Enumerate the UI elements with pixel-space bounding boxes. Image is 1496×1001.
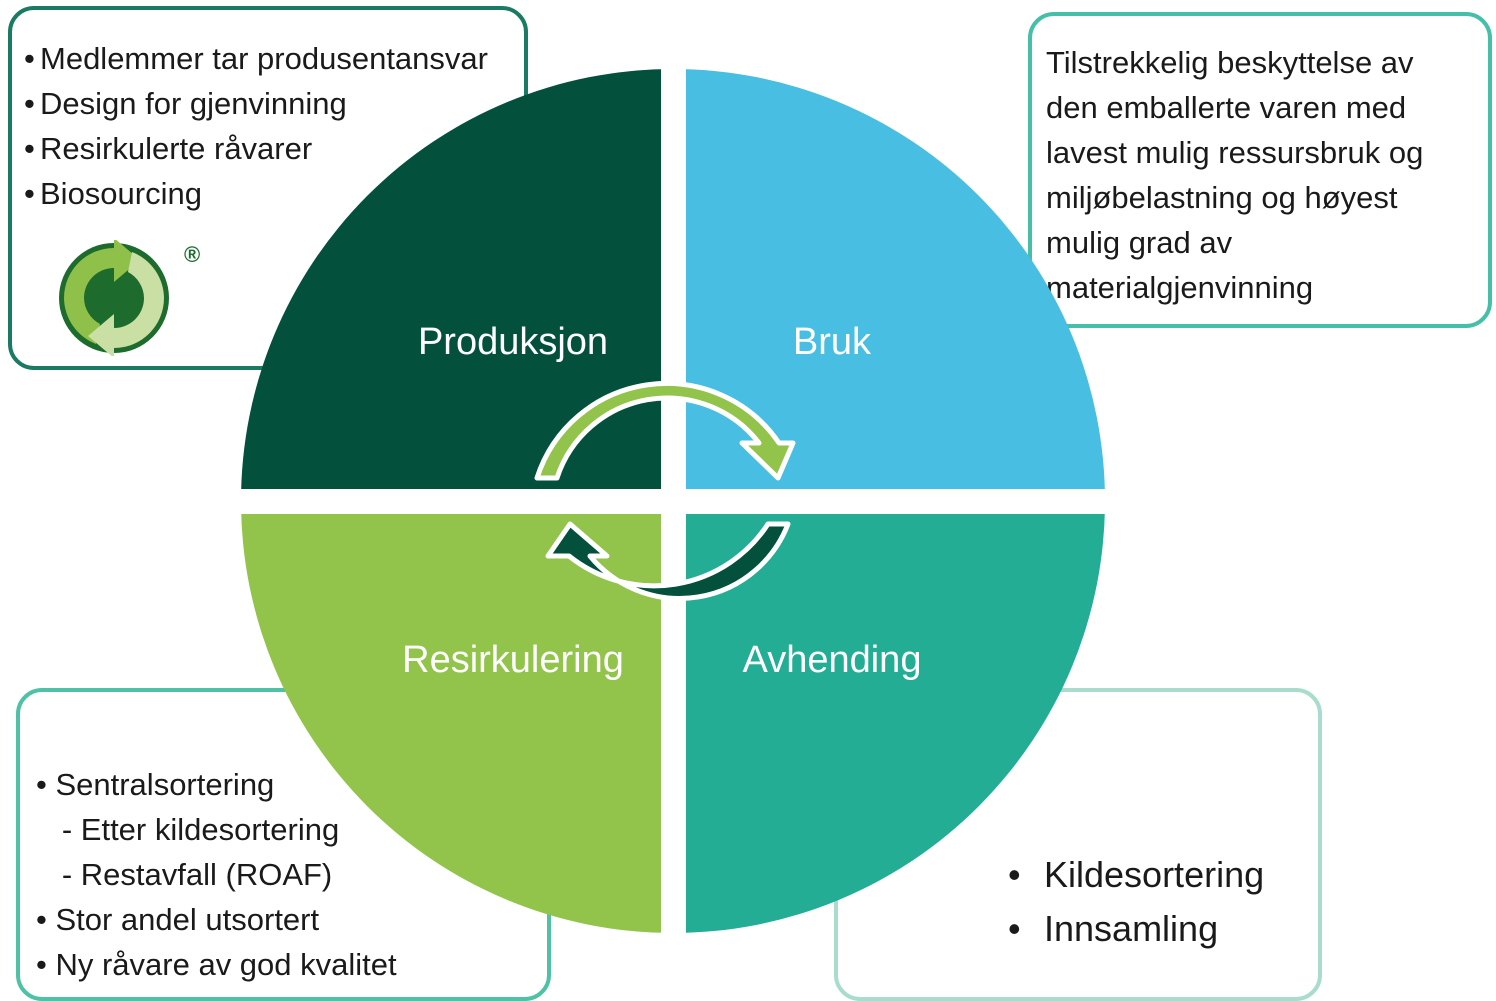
- list-item: • Sentralsortering: [36, 767, 275, 802]
- use-info-box: Tilstrekkelig beskyttelse av den emballe…: [1028, 12, 1492, 328]
- label-use: Bruk: [793, 321, 872, 363]
- list-item: - Restavfall (ROAF): [36, 857, 333, 892]
- list-item: •Medlemmer tar produsentansvar: [24, 41, 488, 76]
- quadrant-recycling: [241, 514, 661, 933]
- list-item: • Ny råvare av god kvalitet: [36, 947, 397, 982]
- green-dot-logo: ®: [57, 240, 200, 356]
- list-item: •Resirkulerte råvarer: [24, 131, 313, 166]
- label-recycling: Resirkulering: [402, 639, 624, 681]
- use-description: Tilstrekkelig beskyttelse av den emballe…: [1046, 45, 1424, 305]
- logo-light-arrow: [64, 240, 140, 344]
- list-item: •Kildesortering: [1008, 854, 1265, 895]
- recycling-list: • Sentralsortering - Etter kildesorterin…: [36, 762, 547, 987]
- cycle-arrow-lower: [545, 521, 791, 601]
- cycle-arrow-upper: [534, 380, 796, 481]
- list-item: - Etter kildesortering: [36, 812, 340, 847]
- production-list: •Medlemmer tar produsentansvar •Design f…: [24, 36, 524, 216]
- list-item: •Design for gjenvinning: [24, 86, 347, 121]
- label-production: Produksjon: [418, 321, 608, 363]
- quadrant-disposal: [686, 514, 1105, 933]
- registered-mark: ®: [184, 242, 200, 267]
- list-item: • Stor andel utsortert: [36, 902, 320, 937]
- list-item: •Innsamling: [1008, 908, 1219, 949]
- disposal-list: •Kildesortering •Innsamling: [1008, 848, 1318, 956]
- logo-pale-arrow: [88, 252, 164, 356]
- label-disposal: Avhending: [743, 639, 922, 681]
- list-item: •Biosourcing: [24, 176, 202, 211]
